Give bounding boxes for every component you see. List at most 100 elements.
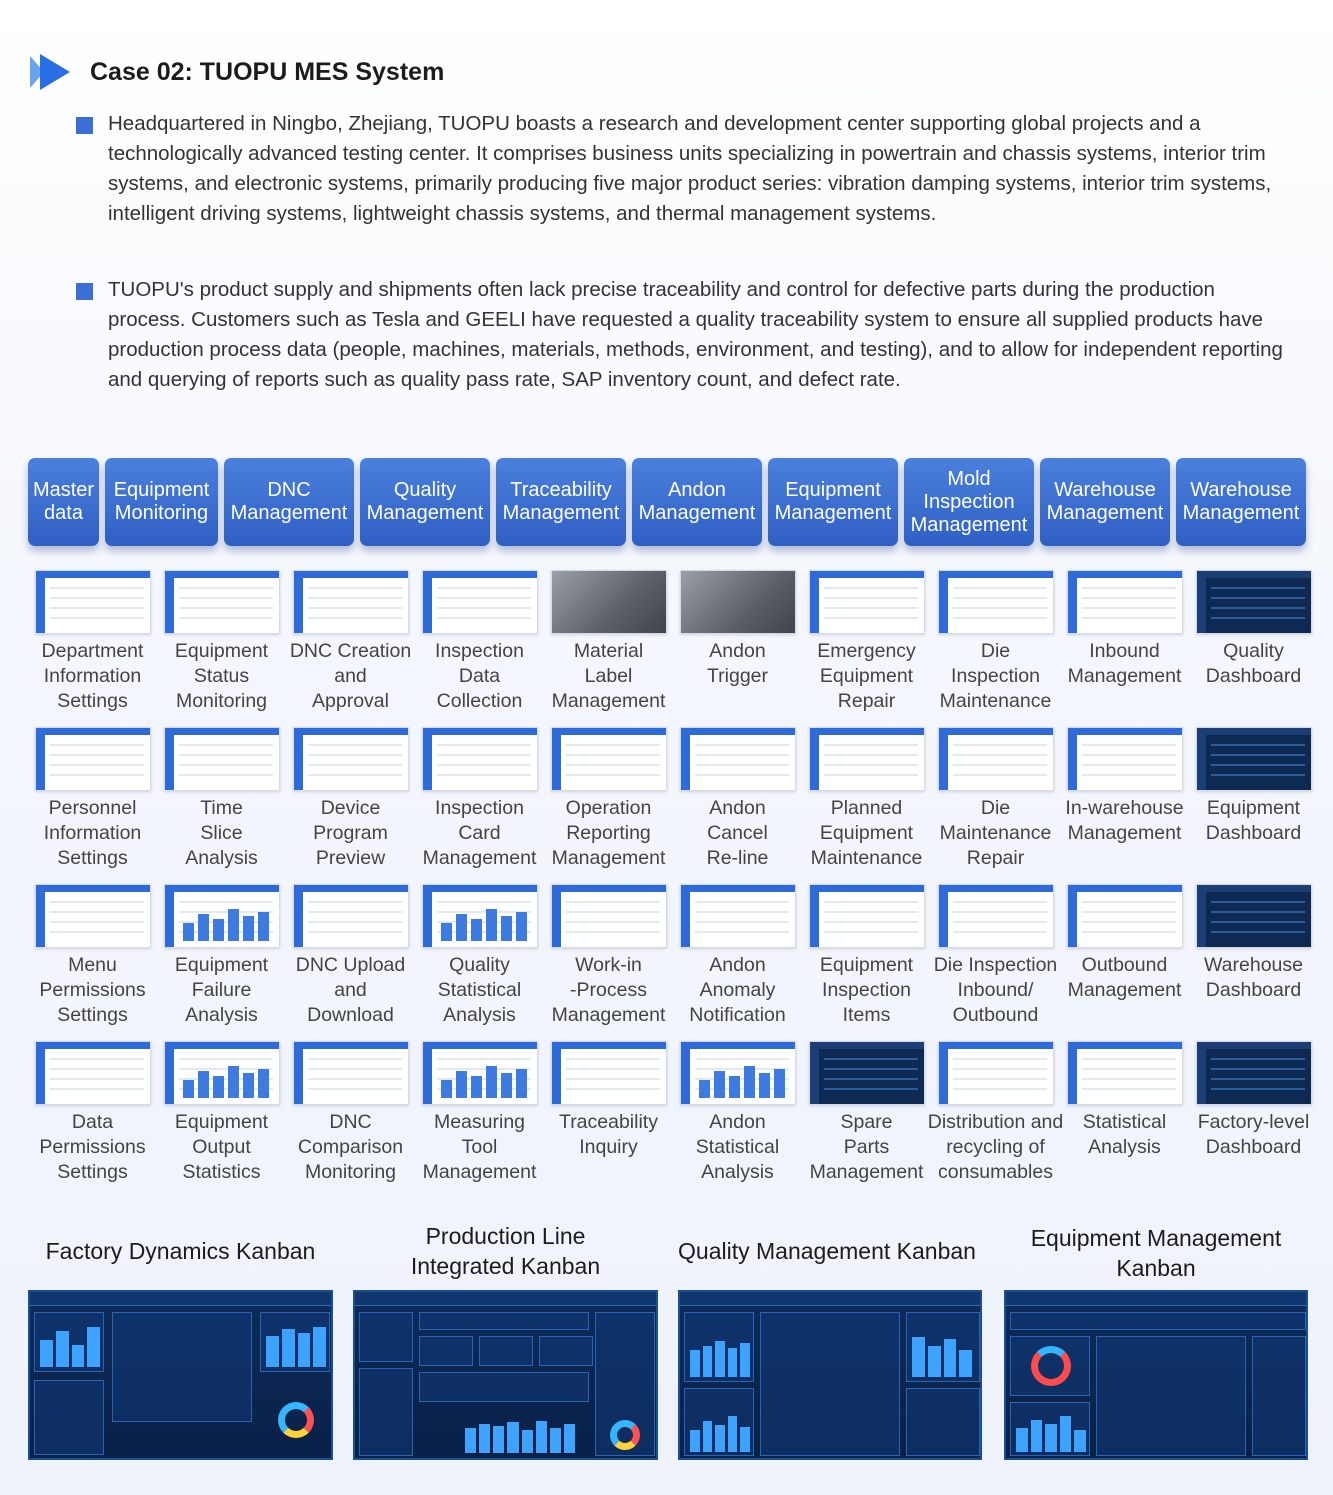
- feature-screenshot: [292, 1041, 409, 1105]
- feature-caption-line: Equipment: [174, 954, 269, 976]
- feature-caption-line: Management: [551, 690, 666, 712]
- feature-caption-line: Preview: [315, 847, 386, 869]
- feature-caption-line: consumables: [938, 1161, 1053, 1183]
- feature-caption-line: Die Inspection: [933, 954, 1058, 976]
- feature-caption-line: Management: [422, 1161, 537, 1183]
- feature-caption-line: Management: [551, 1004, 666, 1026]
- feature-screenshot: [163, 727, 280, 791]
- module-label: Warehouse: [1190, 479, 1292, 501]
- feature-caption-line: Management: [422, 847, 537, 869]
- feature-screenshot: [163, 884, 280, 948]
- feature-caption-line: Distribution and: [927, 1111, 1064, 1133]
- feature-screenshot: [550, 727, 667, 791]
- kanban-image-factory: [28, 1290, 333, 1460]
- feature-caption-line: Settings: [57, 847, 128, 869]
- feature-screenshot: [937, 727, 1054, 791]
- feature-caption-line: Reporting: [566, 822, 651, 844]
- feature-caption-line: Planned: [830, 797, 903, 819]
- feature-caption-line: Factory-level: [1197, 1111, 1310, 1133]
- feature-screenshot: [292, 570, 409, 634]
- module-label: Management: [230, 502, 348, 524]
- feature-caption-line: Data: [71, 1111, 114, 1133]
- feature-caption-line: Items: [842, 1004, 891, 1026]
- feature-caption-line: Dashboard: [1205, 979, 1302, 1001]
- feature-screenshot: [1066, 727, 1183, 791]
- feature-screenshot: [34, 727, 151, 791]
- module-label: Management: [638, 502, 756, 524]
- feature-caption-line: Equipment: [174, 640, 269, 662]
- module-label: Monitoring: [114, 502, 209, 524]
- feature-screenshot: [808, 570, 925, 634]
- feature-screenshot: [1195, 1041, 1312, 1105]
- kanban-image-equipment: [1004, 1290, 1308, 1460]
- feature-screenshot: [1066, 570, 1183, 634]
- feature-caption-line: Management: [1067, 979, 1182, 1001]
- problem-paragraph: TUOPU's product supply and shipments oft…: [76, 275, 1286, 395]
- feature-caption-line: Parts: [843, 1136, 890, 1158]
- feature-caption-line: Equipment: [1206, 797, 1301, 819]
- bullet-square-icon: [76, 283, 93, 300]
- feature-caption-line: Management: [809, 1161, 924, 1183]
- feature-caption-line: Analysis: [1088, 1136, 1161, 1158]
- feature-caption-line: Card: [458, 822, 501, 844]
- feature-caption-line: Equipment: [174, 1111, 269, 1133]
- feature-caption-line: Outbound: [1081, 954, 1168, 976]
- feature-caption-line: Andon: [709, 797, 766, 819]
- feature-caption-line: Data: [458, 665, 501, 687]
- section-header: Case 02: TUOPU MES System: [30, 52, 444, 92]
- feature-caption-line: Management: [1067, 822, 1182, 844]
- feature-caption-line: recycling of: [946, 1136, 1045, 1158]
- feature-screenshot: [292, 884, 409, 948]
- feature-caption-line: DNC: [329, 1111, 372, 1133]
- feature-caption-line: In-warehouse: [1065, 797, 1184, 819]
- module-label: Management: [774, 502, 892, 524]
- feature-screenshot: [1066, 1041, 1183, 1105]
- module-label: Equipment: [785, 479, 881, 501]
- feature-screenshot: [163, 1041, 280, 1105]
- feature-screenshot: [34, 570, 151, 634]
- module-label: DNC: [267, 479, 311, 501]
- feature-caption-line: Device: [320, 797, 381, 819]
- feature-caption-line: Tool: [461, 1136, 498, 1158]
- kanban-title-quality: Quality Management Kanban: [662, 1236, 992, 1266]
- kanban-title-line: Production Line: [425, 1223, 586, 1249]
- feature-caption-line: Die: [980, 640, 1011, 662]
- feature-caption-line: Quality: [449, 954, 510, 976]
- feature-caption-line: Analysis: [185, 1004, 258, 1026]
- feature-screenshot: [163, 570, 280, 634]
